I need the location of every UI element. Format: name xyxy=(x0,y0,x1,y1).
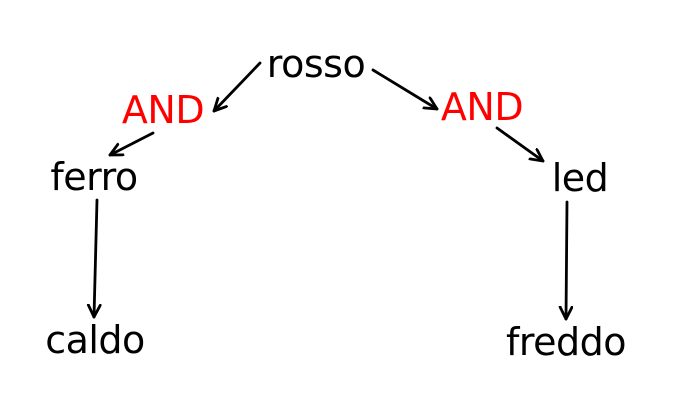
node-led: led xyxy=(551,156,609,200)
edge-ferro-to-caldo xyxy=(94,198,97,319)
edge-and-left-to-ferro xyxy=(108,131,155,157)
node-freddo: freddo xyxy=(505,320,627,364)
edge-rosso-to-and-left xyxy=(212,61,262,113)
node-rosso: rosso xyxy=(266,42,366,86)
node-ferro: ferro xyxy=(50,155,138,199)
edge-rosso-to-and-right xyxy=(371,68,439,111)
node-and-right-operator: AND xyxy=(440,85,524,129)
node-and-left-operator: AND xyxy=(121,88,205,132)
edge-and-right-to-led xyxy=(495,126,545,163)
node-caldo: caldo xyxy=(45,318,145,362)
edge-led-to-freddo xyxy=(566,200,567,321)
